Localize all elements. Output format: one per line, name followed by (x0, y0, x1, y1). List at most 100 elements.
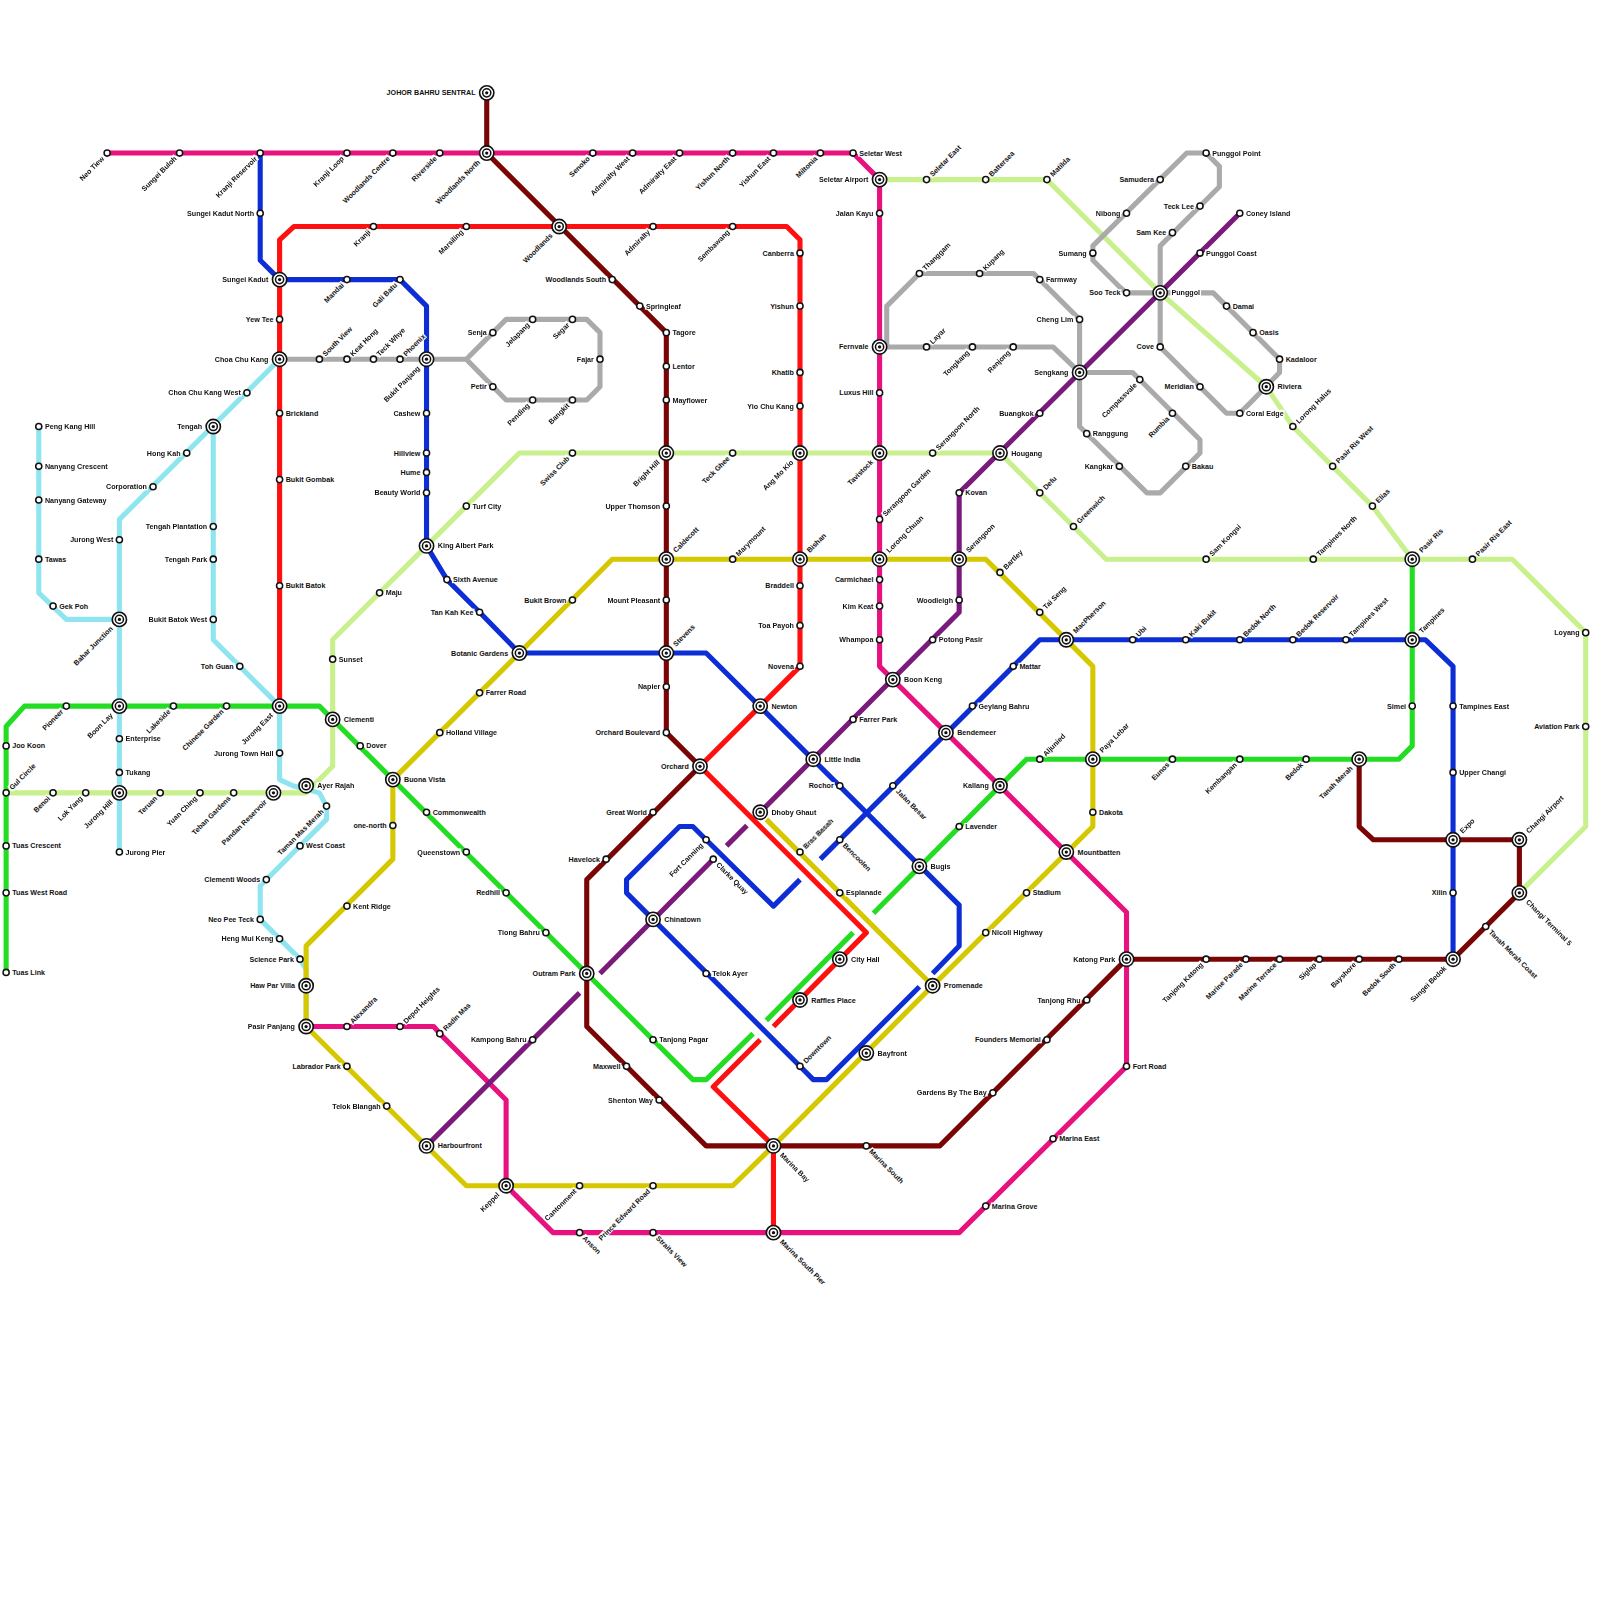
station-dot (797, 622, 803, 628)
station-label: Yuan Ching (165, 794, 199, 828)
station-label: Newton (770, 703, 798, 710)
station-dot (344, 1063, 350, 1069)
station-label: Teck Lee (1163, 203, 1195, 210)
interchange-ring (326, 712, 340, 726)
station-label: Swiss Club (538, 454, 571, 487)
interchange-ring (480, 86, 494, 100)
station-dot (1037, 277, 1043, 283)
station-label: Seletar West (858, 149, 903, 156)
station-dot (384, 1103, 390, 1109)
station-dot (210, 523, 216, 529)
station-label: City Hall (850, 956, 881, 963)
interchange-marker (872, 552, 886, 566)
interchange-marker (872, 446, 886, 460)
station-dot (277, 410, 283, 416)
interchange-ring (793, 552, 807, 566)
station-label: Bishan (805, 531, 828, 554)
station-dot (257, 210, 263, 216)
station-label: Segar (551, 320, 572, 341)
interchange-core (998, 451, 1001, 454)
interchange-ring (1449, 836, 1457, 844)
station-label: Chinatown (663, 916, 702, 923)
interchange-marker (1405, 552, 1419, 566)
station-label: Yishun (769, 303, 795, 310)
station-label: Aljunied (1041, 732, 1067, 758)
station-label: Changi Terminal 5 (1524, 898, 1574, 948)
station-label: Teck Ghee (700, 454, 732, 486)
rail-line (766, 819, 932, 985)
station-label: Botanic Gardens (450, 649, 509, 656)
interchange-marker (833, 952, 847, 966)
station-dot (797, 663, 803, 669)
interchange-core (1358, 758, 1361, 761)
interchange-marker (480, 86, 494, 100)
station-dot (3, 969, 9, 975)
station-label: Novena (767, 663, 795, 670)
station-dot (1409, 703, 1415, 709)
station-label: Whampoa (838, 636, 874, 643)
station-label: Kupang (981, 247, 1006, 272)
interchange-core (998, 784, 1001, 787)
rail-line (766, 933, 853, 1021)
station-dot (983, 1203, 989, 1209)
interchange-ring (209, 422, 217, 430)
interchange-marker (659, 646, 673, 660)
interchange-core (278, 358, 281, 361)
interchange-ring (515, 649, 523, 657)
station-label: Bayshore (1329, 960, 1359, 990)
station-label: Ranggung (1092, 430, 1129, 437)
station-label: Yew Tee (245, 316, 275, 323)
station-dot (703, 837, 709, 843)
station-label: Riverside (409, 154, 438, 183)
interchange-core (665, 451, 668, 454)
rail-line (1080, 372, 1200, 492)
interchange-marker (859, 1046, 873, 1060)
interchange-ring (833, 952, 847, 966)
station-label: Seletar Airport (818, 176, 869, 183)
station-label: Serangoon (964, 522, 997, 555)
station-label: Pasir Panjang (247, 1023, 296, 1030)
interchange-core (865, 1051, 868, 1054)
interchange-core (391, 778, 394, 781)
interchange-ring (806, 752, 820, 766)
station-label: Carmichael (834, 576, 875, 583)
station-dot (3, 743, 9, 749)
station-dot (1583, 723, 1589, 729)
station-dot (663, 363, 669, 369)
station-dot (1450, 890, 1456, 896)
rail-line (427, 993, 580, 1146)
interchange-core (1411, 638, 1414, 641)
station-dot (1237, 756, 1243, 762)
station-label: Woodlands (521, 231, 555, 265)
interchange-marker (266, 786, 280, 800)
interchange-ring (1512, 886, 1526, 900)
interchange-core (878, 178, 881, 181)
station-label: Hong Kah (146, 449, 182, 456)
station-dot (3, 843, 9, 849)
station-markers (3, 86, 1589, 1240)
station-label: Lorong Chuan (884, 513, 925, 554)
interchange-ring (299, 779, 313, 793)
station-dot (977, 270, 983, 276)
interchange-ring (753, 699, 767, 713)
station-label: Thanggam (920, 240, 952, 272)
station-dot (1037, 609, 1043, 615)
interchange-marker (326, 712, 340, 726)
station-dot (1183, 463, 1189, 469)
interchange-core (698, 765, 701, 768)
station-label: Clementi Woods (203, 876, 261, 883)
station-label: Bugis (930, 863, 952, 870)
station-label: Potong Pasir (938, 636, 984, 643)
interchange-ring (915, 862, 923, 870)
station-dot (637, 303, 643, 309)
station-label: Changi Airport (1524, 793, 1566, 835)
station-dot (797, 303, 803, 309)
station-dot (1223, 303, 1229, 309)
station-dot (990, 1090, 996, 1096)
station-dot (463, 503, 469, 509)
station-dot (630, 150, 636, 156)
station-label: Tengah Plantation (145, 523, 208, 530)
station-dot (1583, 630, 1589, 636)
interchange-core (1159, 291, 1162, 294)
station-dot (1197, 384, 1203, 390)
